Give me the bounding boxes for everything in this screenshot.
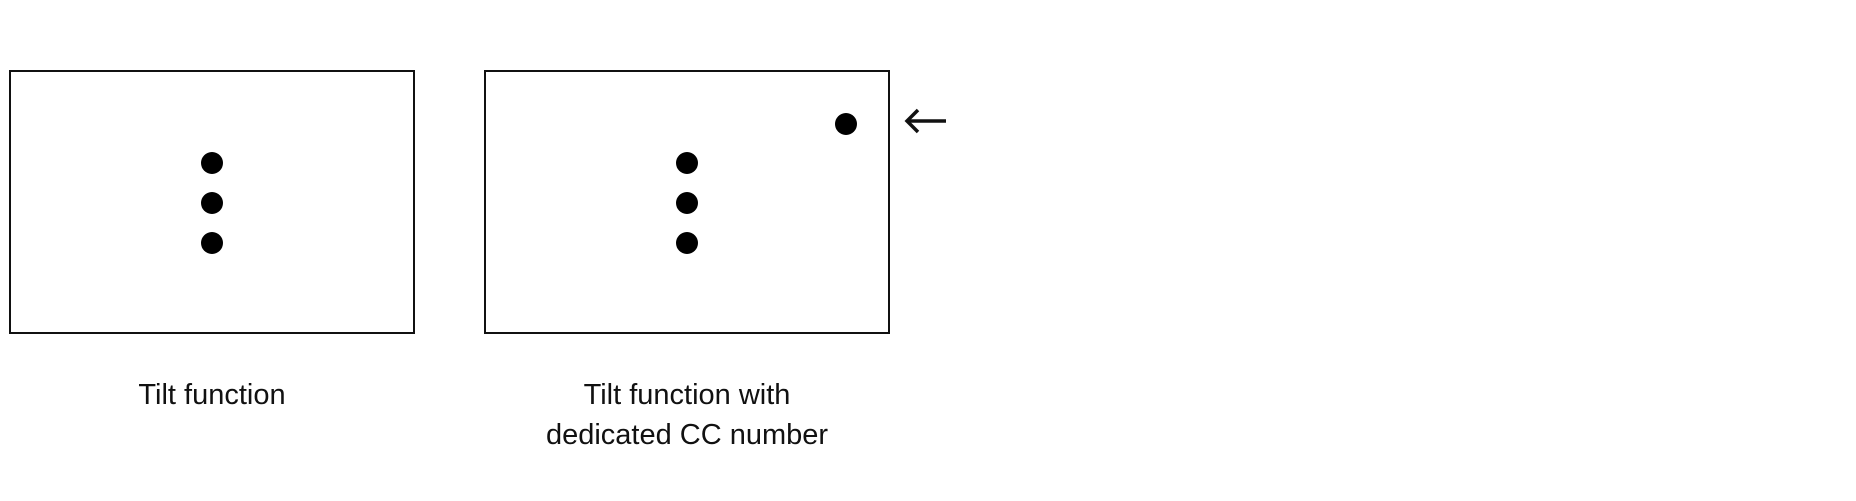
tilt-dot-bottom [201,232,223,254]
dedicated-cc-dot [835,113,857,135]
tilt-dot-bottom [676,232,698,254]
tilt-dot-top [201,152,223,174]
tilt-function-panel [9,70,415,334]
caption-line: Tilt function [138,379,286,411]
tilt-dot-middle [676,192,698,214]
tilt-dot-top [676,152,698,174]
tilt-dot-middle [201,192,223,214]
tilt-function-dedicated-cc-caption: Tilt function with dedicated CC number [484,375,890,455]
caption-line: dedicated CC number [545,419,829,451]
tilt-function-dedicated-cc-panel [484,70,890,334]
left-arrow-icon [904,108,946,134]
caption-line: Tilt function with [583,379,791,411]
tilt-function-caption: Tilt function [9,375,415,415]
